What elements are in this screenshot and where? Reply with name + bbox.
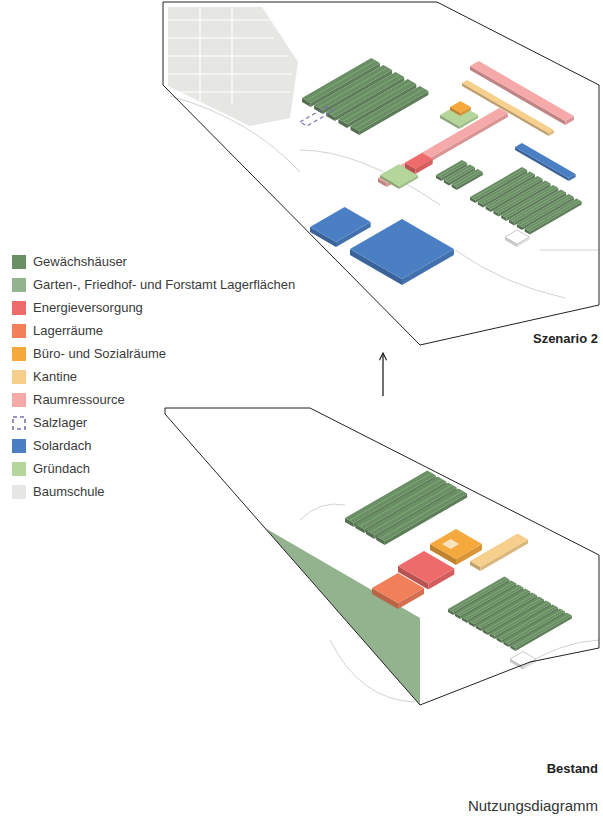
site-boundary [165, 408, 599, 705]
label-box: Szenario 2 [533, 331, 598, 346]
legend-text: Büro- und Sozialräume [33, 346, 166, 361]
legend-item: Gründach [12, 457, 295, 480]
legend-text: Kantine [33, 369, 77, 384]
legend-item: Lagerräume [12, 319, 295, 342]
legend-item: Solardach [12, 434, 295, 457]
arrow-connector [382, 353, 383, 396]
site-boundary [163, 2, 599, 345]
greenhouse [525, 199, 582, 232]
legend-text: Garten-, Friedhof- und Forstamt Lagerflä… [33, 277, 295, 292]
nursery-grid [231, 7, 232, 105]
nursery-grid [168, 91, 290, 92]
legend-swatch [12, 301, 26, 315]
road-line [300, 150, 440, 205]
site-outline [160, 398, 603, 780]
dashed-sample [13, 417, 25, 429]
salt-storage [300, 107, 333, 126]
tree-nursery [168, 7, 298, 126]
legend-item: Kantine [12, 365, 295, 388]
legend-swatch [12, 393, 26, 407]
office-rooms [450, 101, 471, 113]
plan-title: Szenario 2 [533, 331, 598, 346]
greenhouse-side [359, 91, 428, 135]
legend-item: Salzlager [12, 411, 295, 434]
legend-swatch [12, 370, 26, 384]
nursery-grid [168, 55, 288, 56]
legend-swatch [12, 324, 26, 338]
nursery-grid [168, 37, 274, 38]
plan-title: Bestand [547, 761, 598, 776]
site-plan: Bestand [160, 398, 603, 780]
legend-text: Solardach [33, 438, 92, 453]
greenhouse-ridge [454, 171, 480, 186]
legend-item: Raumressource [12, 388, 295, 411]
nursery-grid [168, 73, 292, 74]
nursery-grid [199, 7, 200, 105]
legend-swatch [12, 485, 26, 499]
legend-text: Energieversorgung [33, 300, 143, 315]
greenhouse-ridge [355, 89, 424, 129]
road-line [330, 640, 415, 702]
greenhouse-ridge [513, 614, 569, 647]
nursery-grid [168, 19, 270, 20]
legend-swatch [12, 462, 26, 476]
legend-text: Gewächshäuser [33, 254, 127, 269]
greenhouse-ridge [527, 200, 579, 230]
legend-swatch [12, 347, 26, 361]
small-building [505, 230, 529, 244]
legend-item: Gewächshäuser [12, 250, 295, 273]
solar-roof [350, 219, 454, 279]
legend-text: Baumschule [33, 484, 105, 499]
legend-swatch [12, 255, 26, 269]
legend-swatch [12, 416, 26, 430]
legend-text: Raumressource [33, 392, 125, 407]
legend-text: Salzlager [33, 415, 87, 430]
courtyard [442, 539, 459, 549]
solar-roof [310, 207, 371, 242]
road-line [540, 250, 599, 251]
legend-swatch [12, 278, 26, 292]
office-rooms [430, 529, 482, 559]
road-line [455, 250, 565, 298]
caption: Nutzungsdiagramm [468, 797, 598, 814]
legend: GewächshäuserGarten-, Friedhof- und Fors… [12, 250, 295, 503]
legend-text: Gründach [33, 461, 90, 476]
canteen [462, 80, 554, 133]
legend-swatch [12, 439, 26, 453]
site-outline [160, 0, 603, 350]
legend-item: Baumschule [12, 480, 295, 503]
canteen [470, 534, 528, 568]
greenhouse-ridge [381, 491, 463, 539]
legend-text: Lagerräume [33, 323, 103, 338]
energy-supply [405, 153, 433, 169]
legend-item: Büro- und Sozialräume [12, 342, 295, 365]
greenhouse [452, 169, 483, 187]
canteen-side [462, 83, 549, 136]
green-roof [380, 164, 418, 186]
greenhouse-side [530, 202, 582, 235]
road-line [300, 504, 345, 520]
greenhouse [510, 613, 571, 649]
road-line [170, 96, 300, 172]
legend-item: Energieversorgung [12, 296, 295, 319]
site-plan: Szenario 2 [160, 0, 603, 350]
legend-item: Garten-, Friedhof- und Forstamt Lagerflä… [12, 273, 295, 296]
greenhouse [351, 86, 429, 131]
greenhouse-side [516, 616, 572, 652]
label-box: Bestand [547, 761, 598, 776]
